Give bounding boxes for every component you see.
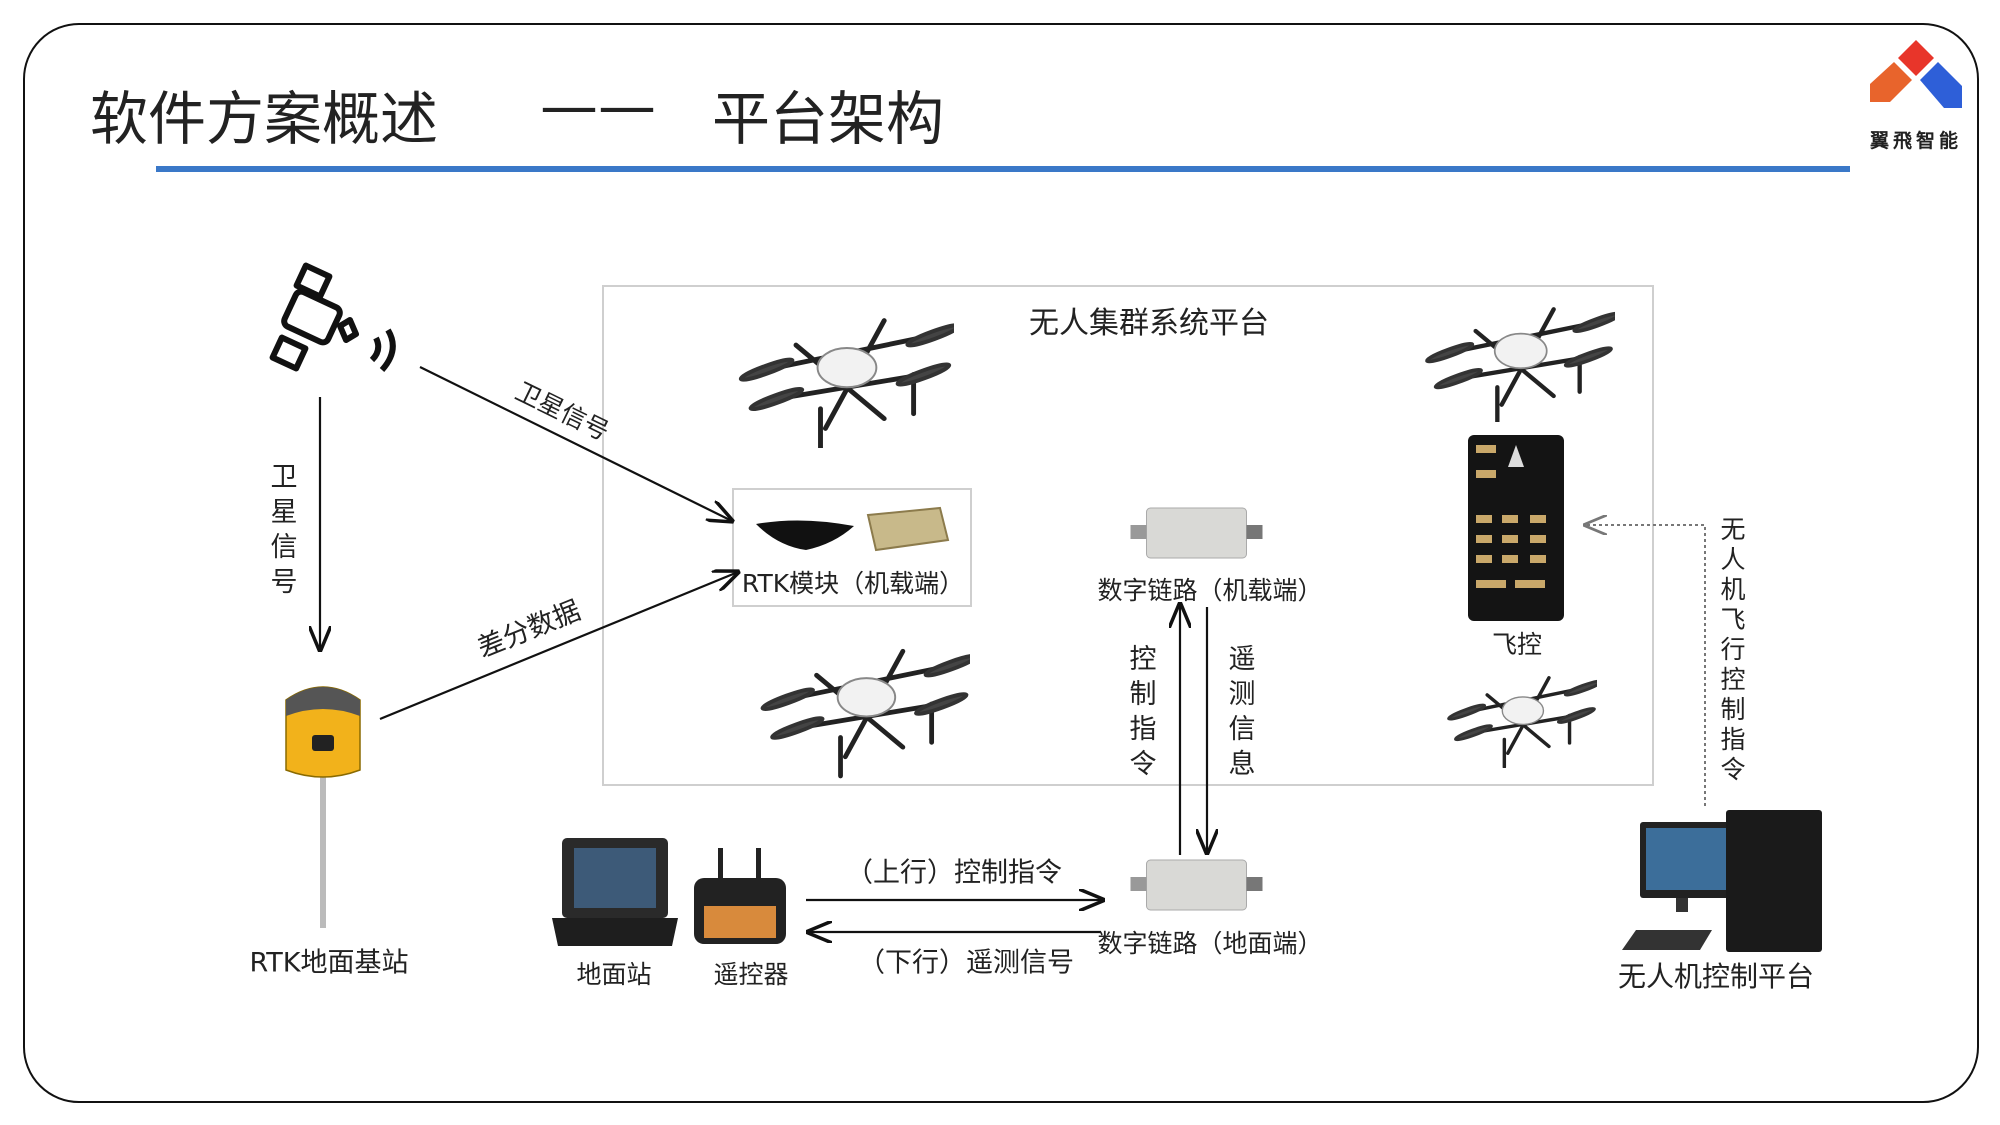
- rtk-antenna-icon: [756, 520, 854, 550]
- drone-icon: [1446, 676, 1597, 768]
- title-underline: [156, 166, 1850, 172]
- arrow-satellite-to-rtk-module: [419, 366, 732, 521]
- datalink-air-icon: [1129, 507, 1264, 559]
- page-subtitle: 平台架构: [712, 85, 945, 153]
- ground-station-icon: [552, 838, 678, 946]
- downlink-label: （下行）遥测信号: [858, 947, 1074, 979]
- computer-icon: [1622, 810, 1822, 952]
- swarm-platform-box: [602, 285, 1654, 786]
- rtk-base-station-icon: [285, 686, 361, 928]
- ground-station-label: 地面站: [576, 960, 652, 989]
- drone-icon: [761, 651, 977, 776]
- remote-controller-icon: [694, 848, 786, 944]
- telemetry-info-label: 遥测信息: [1228, 644, 1256, 780]
- flight-controller-label: 飞控: [1491, 630, 1543, 659]
- rtk-module-label: RTK模块（机载端）: [741, 569, 965, 598]
- slide-frame: [23, 23, 1979, 1103]
- datalink-ground-icon: [1129, 859, 1264, 911]
- title-dash: ——: [540, 72, 656, 140]
- logo-mark-icon: [1870, 40, 1962, 108]
- logo-text: 翼飛智能: [1869, 130, 1962, 152]
- datalink-air-label: 数字链路（机载端）: [1097, 576, 1323, 605]
- drone-icon: [1426, 309, 1621, 422]
- page-title: 软件方案概述: [90, 85, 439, 153]
- flight-controller-icon: [1468, 435, 1564, 621]
- drone-icon: [739, 321, 960, 448]
- uplink-label: （上行）控制指令: [846, 857, 1062, 889]
- control-command-label: 控制指令: [1129, 644, 1157, 780]
- rtk-module-box: [732, 488, 972, 607]
- arrow-flight-control-dotted: [1585, 525, 1706, 806]
- datalink-ground-label: 数字链路（地面端）: [1097, 929, 1323, 958]
- rtk-base-station-label: RTK地面基站: [249, 947, 409, 979]
- satellite-icon: [269, 262, 396, 373]
- arrow-base-to-rtk-module: [379, 572, 738, 721]
- remote-controller-label: 遥控器: [713, 960, 789, 989]
- company-logo: 翼飛智能: [1866, 38, 1966, 152]
- flight-control-command-label: 无人机飞行控制指令: [1720, 515, 1746, 784]
- satellite-signal-vertical-label: 卫星信号: [270, 462, 298, 598]
- control-platform-label: 无人机控制平台: [1617, 960, 1815, 993]
- platform-title: 无人集群系统平台: [1029, 306, 1269, 341]
- rtk-board-icon: [866, 506, 950, 552]
